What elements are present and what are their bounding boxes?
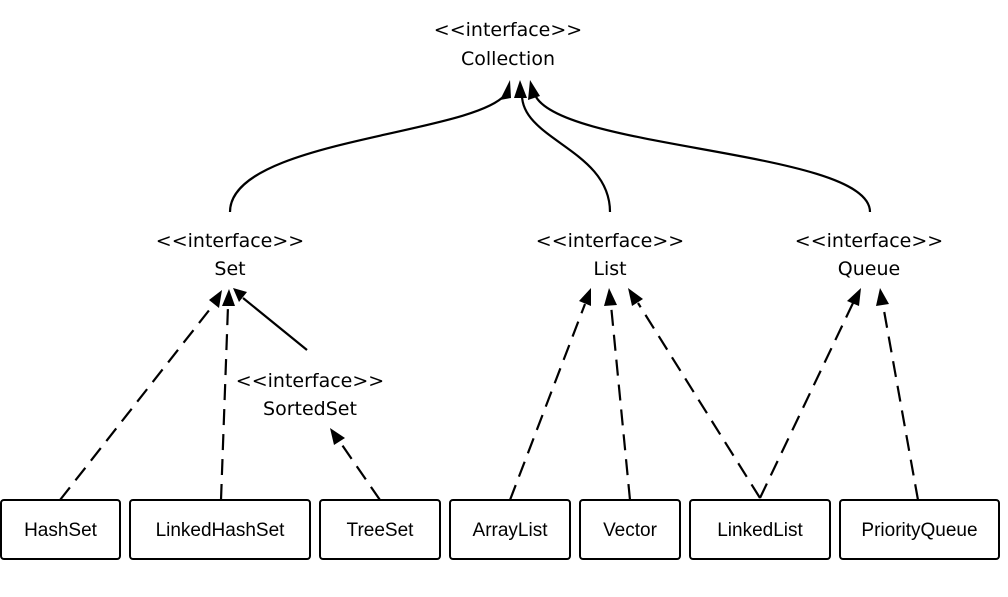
class-name: PriorityQueue — [861, 520, 977, 541]
class-treeset: TreeSet — [319, 499, 441, 560]
class-hashset: HashSet — [0, 499, 121, 560]
class-name: LinkedHashSet — [156, 520, 286, 541]
interface-set: <<interface>> Set — [156, 230, 304, 280]
edge-hashset-to-set — [59, 303, 215, 501]
interface-name: SortedSet — [263, 398, 357, 420]
interface-stereotype: <<interface>> — [236, 370, 384, 392]
class-linkedlist: LinkedList — [689, 499, 831, 560]
class-box — [449, 499, 571, 560]
edge-linkedlist-to-list — [637, 302, 761, 499]
arrowhead-linkedlist-queue — [847, 288, 861, 306]
class-name: HashSet — [24, 520, 98, 541]
arrowhead-queue-collection — [528, 80, 540, 100]
interface-name: Collection — [461, 48, 555, 70]
class-name: ArrayList — [473, 520, 549, 541]
arrowhead-arraylist-list — [579, 288, 591, 306]
edge-linkedlist-to-queue — [759, 302, 854, 499]
interface-collection: <<interface>> Collection — [434, 19, 582, 70]
interface-name: Set — [214, 258, 245, 280]
class-box — [0, 499, 121, 560]
class-box — [689, 499, 831, 560]
edge-set-to-collection — [228, 94, 506, 213]
interface-sortedset: <<interface>> SortedSet — [236, 370, 384, 420]
arrowhead-linkedlist-list — [628, 288, 643, 306]
class-arraylist: ArrayList — [449, 499, 571, 560]
arrowhead-treeset-sortedset — [330, 428, 345, 445]
edge-arraylist-to-list — [508, 303, 587, 501]
class-box — [129, 499, 311, 560]
interface-stereotype: <<interface>> — [156, 230, 304, 252]
edge-queue-to-collection — [534, 94, 872, 213]
interface-queue: <<interface>> Queue — [795, 230, 943, 280]
edge-linkedhashset-to-set — [219, 305, 230, 501]
interface-stereotype: <<interface>> — [434, 19, 582, 41]
interface-stereotype: <<interface>> — [795, 230, 943, 252]
interface-name: List — [593, 258, 626, 280]
class-name: TreeSet — [347, 520, 415, 541]
arrowhead-priorityqueue-queue — [876, 288, 889, 306]
class-priorityqueue: PriorityQueue — [839, 499, 1000, 560]
arrowhead-linkedhashset-set — [222, 289, 235, 306]
arrowhead-set-collection — [500, 80, 511, 100]
class-linkedhashset: LinkedHashSet — [129, 499, 311, 560]
class-box — [839, 499, 1000, 560]
arrowhead-sortedset-set — [233, 288, 247, 302]
edge-priorityqueue-to-queue — [881, 304, 920, 501]
arrowhead-vector-list — [604, 288, 617, 306]
class-name: Vector — [603, 520, 658, 541]
edge-list-to-collection — [520, 94, 612, 213]
interface-name: Queue — [838, 258, 900, 280]
arrowhead-list-collection — [514, 80, 527, 98]
interface-list: <<interface>> List — [536, 230, 684, 280]
arrowhead-hashset-set — [209, 290, 222, 308]
class-box — [319, 499, 441, 560]
class-box — [579, 499, 681, 560]
interface-stereotype: <<interface>> — [536, 230, 684, 252]
class-name: LinkedList — [717, 520, 803, 541]
edge-vector-to-list — [609, 304, 632, 501]
class-vector: Vector — [579, 499, 681, 560]
edge-sortedset-to-set — [242, 297, 308, 351]
edge-treeset-to-sortedset — [339, 441, 381, 501]
